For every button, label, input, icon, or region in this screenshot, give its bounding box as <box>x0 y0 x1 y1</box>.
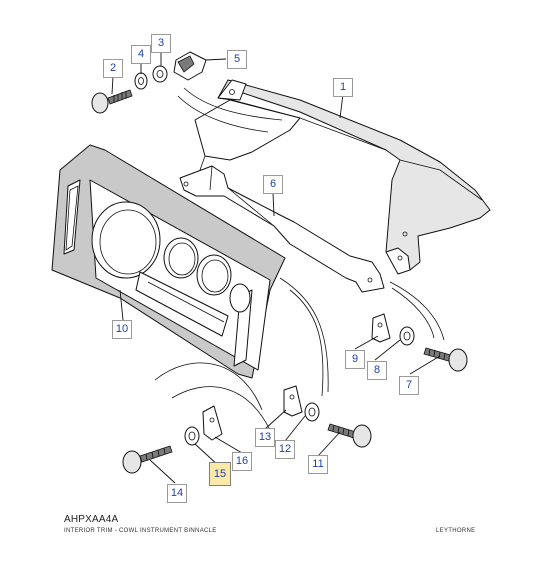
callout-15[interactable]: 15 <box>209 462 231 486</box>
routing-cables <box>154 87 445 431</box>
callout-5[interactable]: 5 <box>227 50 247 69</box>
callout-11[interactable]: 11 <box>308 455 328 474</box>
nut-part-3 <box>152 65 168 83</box>
cowl-panel <box>194 79 491 275</box>
screw-part-7 <box>423 347 468 372</box>
diagram-caption: INTERIOR TRIM - COWL INSTRUMENT BINNACLE <box>64 528 217 534</box>
instrument-binnacle <box>51 144 286 379</box>
callout-10[interactable]: 10 <box>112 320 132 339</box>
callout-3[interactable]: 3 <box>151 34 171 53</box>
nut-part-8 <box>399 326 415 346</box>
screw-part-14 <box>122 445 173 474</box>
callout-8[interactable]: 8 <box>367 361 387 380</box>
clip-part-9 <box>371 313 391 343</box>
clip-part-16 <box>202 405 223 441</box>
callout-12[interactable]: 12 <box>275 440 295 459</box>
clip-part-5 <box>173 51 207 81</box>
callout-13[interactable]: 13 <box>255 428 275 447</box>
callout-14[interactable]: 14 <box>167 484 187 503</box>
nut-part-12 <box>304 402 320 422</box>
screw-part-11 <box>327 423 372 448</box>
washer-part-4 <box>134 72 148 90</box>
leader-lines <box>111 50 441 484</box>
callout-1[interactable]: 1 <box>333 78 353 97</box>
nut-part-15 <box>184 426 200 446</box>
callout-6[interactable]: 6 <box>263 175 283 194</box>
diagram-code: AHPXAA4A <box>64 514 119 525</box>
brand-label: LEYTHORNE <box>436 528 476 534</box>
callout-9[interactable]: 9 <box>345 350 365 369</box>
callout-7[interactable]: 7 <box>399 376 419 395</box>
callout-2[interactable]: 2 <box>103 59 123 78</box>
callout-16[interactable]: 16 <box>232 452 252 471</box>
clip-part-13 <box>283 385 303 417</box>
screw-part-2 <box>91 89 133 114</box>
support-bracket <box>179 165 385 293</box>
callout-4[interactable]: 4 <box>131 45 151 64</box>
